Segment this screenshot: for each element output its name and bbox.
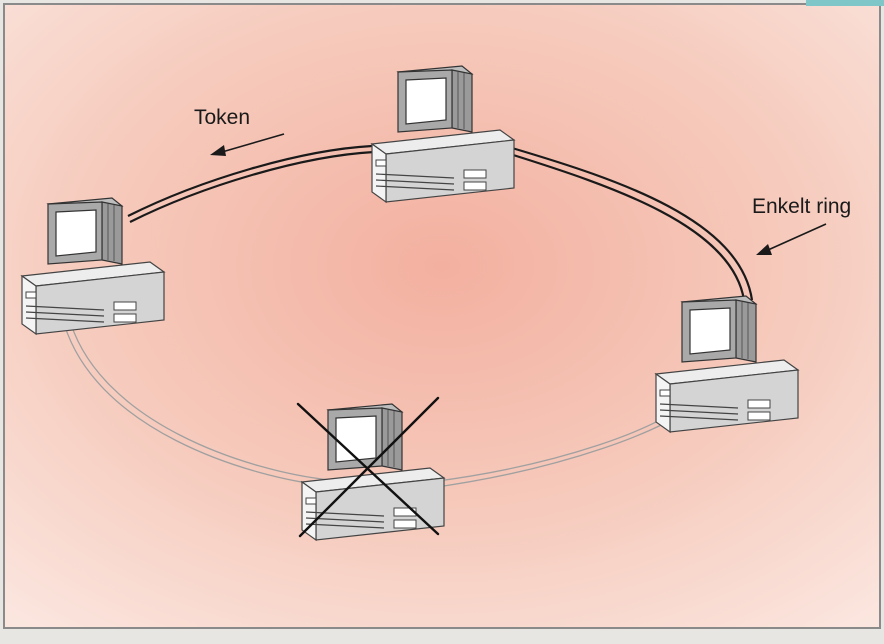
active-ring-segment — [127, 144, 754, 301]
failure-cross — [296, 396, 440, 538]
ring-label: Enkelt ring — [752, 195, 851, 218]
token-label: Token — [194, 106, 250, 129]
ring-arrow — [756, 223, 827, 255]
corner-accent — [806, 0, 884, 6]
token-arrow — [210, 133, 285, 156]
